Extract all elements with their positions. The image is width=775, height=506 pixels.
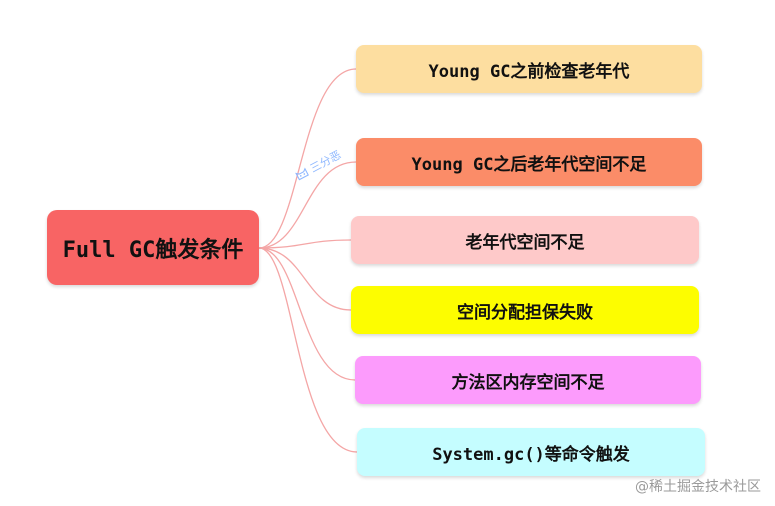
branch-label: Young GC之前检查老年代: [428, 61, 630, 82]
branch-allocation-guarantee-failed[interactable]: 空间分配担保失败: [351, 286, 699, 334]
branch-method-area-insufficient[interactable]: 方法区内存空间不足: [355, 356, 701, 404]
root-label: Full GC触发条件: [62, 237, 244, 263]
branch-label: System.gc()等命令触发: [432, 444, 630, 465]
connector-1: [258, 68, 357, 249]
branch-young-gc-after-insufficient[interactable]: Young GC之后老年代空间不足: [356, 138, 702, 186]
branch-system-gc-trigger[interactable]: System.gc()等命令触发: [357, 428, 705, 476]
branch-label: 老年代空间不足: [465, 232, 585, 253]
cat-logo-icon: [295, 167, 309, 181]
root-node[interactable]: Full GC触发条件: [47, 210, 259, 285]
site-watermark: @稀土掘金技术社区: [635, 479, 761, 495]
connector-2: [258, 161, 357, 249]
branch-label: 方法区内存空间不足: [451, 372, 605, 393]
branch-young-gc-before-check[interactable]: Young GC之前检查老年代: [356, 45, 702, 93]
branch-label: Young GC之后老年代空间不足: [411, 154, 647, 175]
connector-6: [258, 247, 358, 453]
branch-label: 空间分配担保失败: [457, 302, 593, 323]
branch-old-gen-insufficient[interactable]: 老年代空间不足: [351, 216, 699, 264]
author-watermark: 三分恶: [292, 147, 344, 185]
connector-4: [258, 247, 352, 311]
connector-5: [258, 247, 356, 381]
connector-3: [258, 239, 352, 249]
